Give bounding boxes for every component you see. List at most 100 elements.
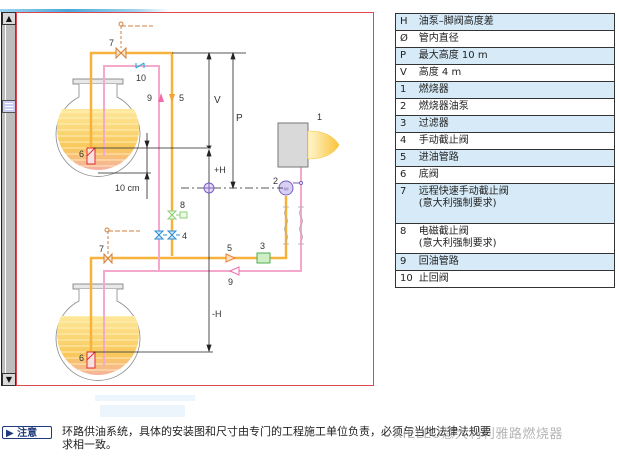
label-2: 2 xyxy=(273,176,278,186)
remote-shutoff-valve-7-bottom xyxy=(103,227,140,265)
legend-label: 燃烧器 xyxy=(418,84,449,95)
legend-key: V xyxy=(395,64,415,82)
label-9-top: 9 xyxy=(147,93,152,103)
legend-key: 9 xyxy=(395,253,415,271)
level-marker-icon xyxy=(203,182,215,194)
legend-text: 手动截止阀 xyxy=(414,132,615,150)
scrollbar-thumb[interactable] xyxy=(2,100,16,113)
scroll-down-button[interactable]: ▼ xyxy=(2,373,16,386)
label-5-top: 5 xyxy=(179,93,184,103)
legend-text: 燃烧器 xyxy=(414,81,615,99)
legend-key: H xyxy=(395,13,415,31)
legend-text: 油泵–脚阀高度差 xyxy=(414,13,615,31)
label-10: 10 xyxy=(136,73,146,83)
label-6-bottom: 6 xyxy=(79,353,84,363)
return-arrow-icon xyxy=(158,93,164,102)
label-7-top: 7 xyxy=(109,38,114,48)
solenoid-valve-8 xyxy=(166,210,188,220)
dimension-lines xyxy=(93,51,283,353)
legend-label: 过滤器 xyxy=(418,118,449,129)
label-plus-H: +H xyxy=(214,165,226,175)
legend-text: 止回阀 xyxy=(414,270,615,288)
ghost-bar xyxy=(95,395,195,401)
scroll-up-button[interactable]: ▲ xyxy=(2,12,16,25)
legend-text: 进油管路 xyxy=(414,149,615,167)
flexible-hose xyxy=(283,206,304,245)
legend-text: 远程快速手动截止阀(意大利强制要求) xyxy=(414,183,615,224)
legend-text: 高度 4 m xyxy=(414,64,615,82)
supply-arrow-icon xyxy=(169,94,175,102)
scrollbar-track xyxy=(5,25,6,373)
legend-label: 高度 4 m xyxy=(418,67,462,78)
legend-key: 4 xyxy=(395,132,415,150)
label-5-bottom: 5 xyxy=(227,243,232,253)
ghost-bar xyxy=(100,405,185,417)
note-line-2: 求相一致。 xyxy=(62,438,117,451)
label-V: V xyxy=(214,95,221,106)
legend-label: 油泵–脚阀高度差 xyxy=(418,16,494,27)
arrow-down-icon: ▼ xyxy=(5,374,13,384)
top-tank xyxy=(55,78,141,177)
legend-key: 5 xyxy=(395,149,415,167)
legend-label: 进油管路 xyxy=(418,152,459,163)
legend-label: 最大高度 10 m xyxy=(418,50,488,61)
legend-label: 回油管路 xyxy=(418,256,459,267)
label-1: 1 xyxy=(317,112,322,122)
check-valve-10 xyxy=(135,62,145,69)
legend-label: 底阀 xyxy=(418,169,439,180)
legend-key: 3 xyxy=(395,115,415,133)
vertical-scrollbar[interactable]: ▲ ▼ xyxy=(1,12,16,386)
legend-label: 远程快速手动截止阀 xyxy=(418,186,509,197)
note-badge: ▶ 注意 xyxy=(2,426,52,439)
legend-text: 底阀 xyxy=(414,166,615,184)
foot-valve-6-top xyxy=(86,147,96,165)
manual-shutoff-valve-4 xyxy=(153,230,180,240)
legend-text: 管内直径 xyxy=(414,30,615,48)
header-rule xyxy=(0,9,170,12)
label-6-top: 6 xyxy=(79,149,84,159)
legend-label: 燃烧器油泵 xyxy=(418,101,469,112)
legend-key: 7 xyxy=(395,183,415,224)
label-P: P xyxy=(236,113,243,124)
filter-3 xyxy=(256,252,271,264)
svg-text:∞: ∞ xyxy=(284,186,289,193)
arrow-up-icon: ▲ xyxy=(5,13,13,23)
legend-text: 回油管路 xyxy=(414,253,615,271)
return-arrow-icon xyxy=(228,266,240,276)
legend-key: 6 xyxy=(395,166,415,184)
legend-label: 手动截止阀 xyxy=(418,135,469,146)
foot-valve-6-bottom xyxy=(86,351,96,369)
diagram-frame: ∞ 7 10 9 5 V xyxy=(16,12,374,386)
remote-shutoff-valve-7-top xyxy=(115,21,153,60)
legend-key: 8 xyxy=(395,223,415,254)
label-10cm: 10 cm xyxy=(115,183,140,193)
legend-key: Ø xyxy=(395,30,415,48)
legend-key: P xyxy=(395,47,415,65)
oil-loop-diagram: ∞ 7 10 9 5 V xyxy=(55,21,340,381)
label-7-bottom: 7 xyxy=(99,244,104,254)
legend-sublabel: (意大利强制要求) xyxy=(418,238,497,249)
return-line xyxy=(103,65,302,366)
label-3: 3 xyxy=(260,241,265,251)
note-text: 环路供油系统，具体的安装图和尺寸由专门的工程施工单位负责，必须与当地法律法规要 … xyxy=(62,425,612,451)
burner-1 xyxy=(277,122,340,168)
legend-text: 最大高度 10 m xyxy=(414,47,615,65)
note-line-1: 环路供油系统，具体的安装图和尺寸由专门的工程施工单位负责，必须与当地法律法规要 xyxy=(62,425,491,438)
legend-key: 2 xyxy=(395,98,415,116)
supply-line xyxy=(89,51,288,353)
legend-label: 电磁截止阀 xyxy=(418,226,469,237)
legend-label: 管内直径 xyxy=(418,33,459,44)
legend-text: 过滤器 xyxy=(414,115,615,133)
label-4: 4 xyxy=(182,231,187,241)
